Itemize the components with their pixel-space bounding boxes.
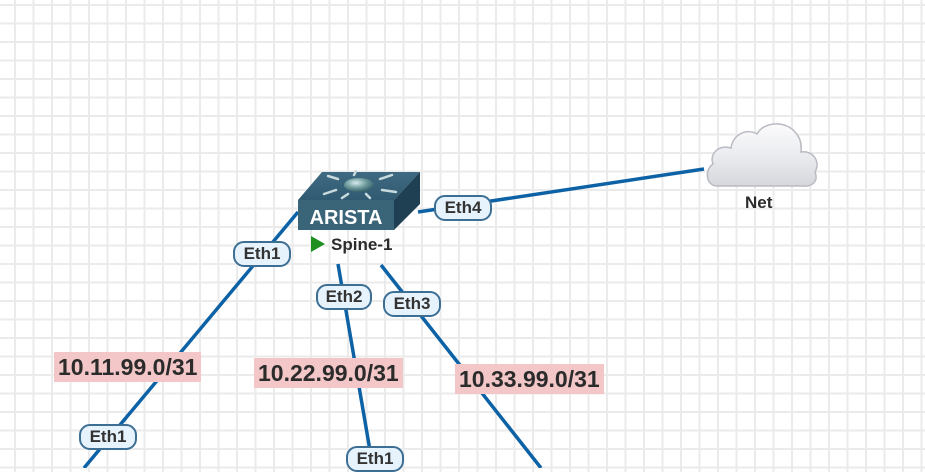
spine-name: Spine-1 [331, 235, 393, 254]
port-eth3-spine[interactable]: Eth3 [383, 291, 441, 317]
port-eth1-spine[interactable]: Eth1 [233, 241, 291, 267]
subnet-label-2: 10.22.99.0/31 [254, 358, 403, 388]
subnet-label-1: 10.11.99.0/31 [54, 352, 202, 382]
subnet-label-3: 10.33.99.0/31 [455, 364, 604, 394]
port-eth1-leaf2[interactable]: Eth1 [346, 446, 404, 472]
running-play-icon [311, 236, 325, 252]
port-eth4-spine[interactable]: Eth4 [434, 195, 492, 221]
cloud-icon [706, 123, 818, 187]
arista-switch-icon: ARISTA [298, 169, 420, 230]
net-label: Net [745, 193, 773, 212]
port-eth2-spine[interactable]: Eth2 [316, 284, 372, 310]
spine-label: Spine-1 [311, 235, 392, 255]
arista-logo-text: ARISTA [310, 207, 383, 229]
port-eth1-leaf1[interactable]: Eth1 [79, 424, 137, 450]
cloud-node-net[interactable] [703, 120, 821, 190]
switch-node-spine-1[interactable]: ARISTA [296, 169, 422, 232]
